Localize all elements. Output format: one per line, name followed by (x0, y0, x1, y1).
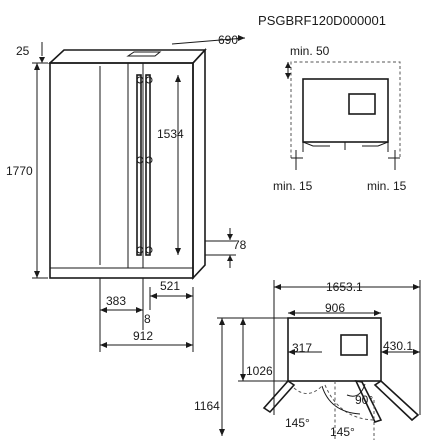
plan-inner-width: 906 (325, 301, 345, 315)
plan-left-offset: 317 (292, 341, 312, 355)
dim-right-door-width: 521 (160, 279, 180, 293)
plan-angle-145-right: 145° (330, 425, 355, 439)
plan-right-offset: 430.1 (383, 339, 413, 353)
dim-depth: 690 (218, 33, 238, 47)
plan-angle-145-left: 145° (285, 416, 310, 430)
dim-middle-gap: 8 (144, 312, 151, 326)
product-code: PSGBRF120D000001 (258, 13, 386, 28)
dim-width-total: 912 (133, 329, 153, 343)
dim-door-height: 1534 (157, 127, 184, 141)
plan-depth-closed: 1026 (246, 364, 273, 378)
plan-angle-90: 90° (355, 393, 373, 407)
fridge-3d-view (47, 47, 207, 287)
dim-height-total: 1770 (6, 164, 33, 178)
clearance-left: min. 15 (273, 179, 313, 193)
dim-left-door-width: 383 (106, 294, 126, 308)
clearance-top: min. 50 (290, 44, 330, 58)
clearance-view (285, 61, 401, 170)
fridge-dimension-lines (32, 35, 246, 352)
dim-base-height: 78 (233, 238, 247, 252)
plan-width-open: 1653.1 (326, 280, 363, 294)
dim-top-gap: 25 (16, 44, 30, 58)
plan-view (217, 280, 421, 440)
plan-depth-open: 1164 (194, 399, 220, 413)
clearance-right: min. 15 (367, 179, 407, 193)
